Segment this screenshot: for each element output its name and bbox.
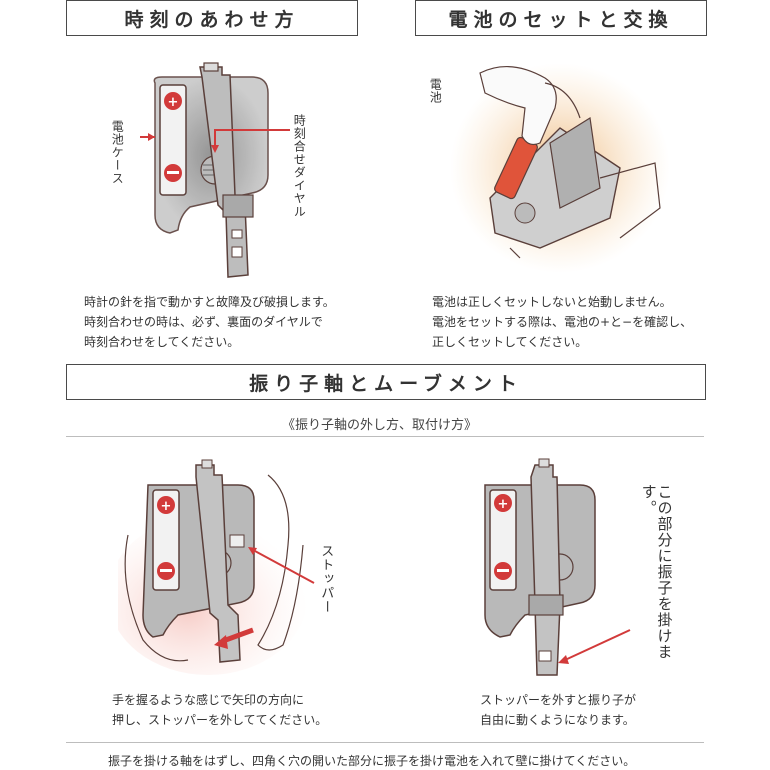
label-battery: 電池	[428, 78, 443, 104]
caption-line: 手を握るような感じで矢印の方向に	[112, 693, 305, 707]
svg-text:+: +	[498, 497, 509, 512]
svg-text:+: +	[161, 499, 172, 514]
caption-line: 自由に動くようになります。	[480, 713, 635, 727]
divider-bottom	[66, 742, 704, 743]
plus-icon	[164, 92, 182, 110]
label-time-dial: 時刻合せダイヤル	[292, 114, 307, 218]
caption-line: 時計の針を指で動かすと故障及び破損します。	[84, 295, 335, 309]
battery-replacement-illustration	[450, 63, 670, 273]
divider	[66, 436, 704, 437]
movement-illustration-hang: +	[484, 458, 631, 676]
section-title-pendulum: 振り子軸とムーブメント	[66, 364, 706, 400]
caption-battery: 電池は正しくセットしないと始動しません。 電池をセットする際は、電池の+と−を確…	[432, 292, 692, 352]
caption-line: 電池は正しくセットしないと始動しません。	[432, 295, 672, 309]
pendulum-subtitle: 《振り子軸の外し方、取付け方》	[282, 418, 478, 433]
section-title-battery: 電池のセットと交換	[415, 0, 707, 36]
caption-line: 時刻合わせの時は、必ず、裏面のダイヤルで	[84, 315, 323, 329]
section-title-time-setting: 時刻のあわせ方	[66, 0, 358, 36]
caption-stopper: 手を握るような感じで矢印の方向に 押し、ストッパーを外しててください。	[112, 690, 327, 730]
caption-line: 時刻合わせをしてください。	[84, 335, 240, 349]
caption-line: 正しくセットしてください。	[432, 335, 588, 349]
caption-time-setting: 時計の針を指で動かすと故障及び破損します。 時刻合わせの時は、必ず、裏面のダイヤ…	[84, 292, 335, 352]
caption-hang: ストッパーを外すと振り子が 自由に動くようになります。	[480, 690, 636, 730]
label-battery-case: 電池ケース	[110, 120, 125, 185]
footer-instruction: 振子を掛ける軸をはずし、四角く穴の開いた部分に振子を掛け電池を入れて壁に掛けてく…	[108, 754, 636, 768]
caption-line: ストッパーを外すと振り子が	[480, 693, 637, 707]
caption-line: 電池をセットする際は、電池の+と−を確認し、	[432, 315, 693, 329]
movement-illustration-time-setting: +	[140, 62, 290, 278]
label-hang-pendulum: この部分に振子を掛けます。	[639, 484, 674, 660]
label-stopper: ストッパー	[318, 544, 334, 614]
movement-illustration-stopper: +	[118, 459, 315, 675]
svg-text:+: +	[168, 95, 179, 110]
caption-line: 押し、ストッパーを外しててください。	[112, 713, 328, 727]
